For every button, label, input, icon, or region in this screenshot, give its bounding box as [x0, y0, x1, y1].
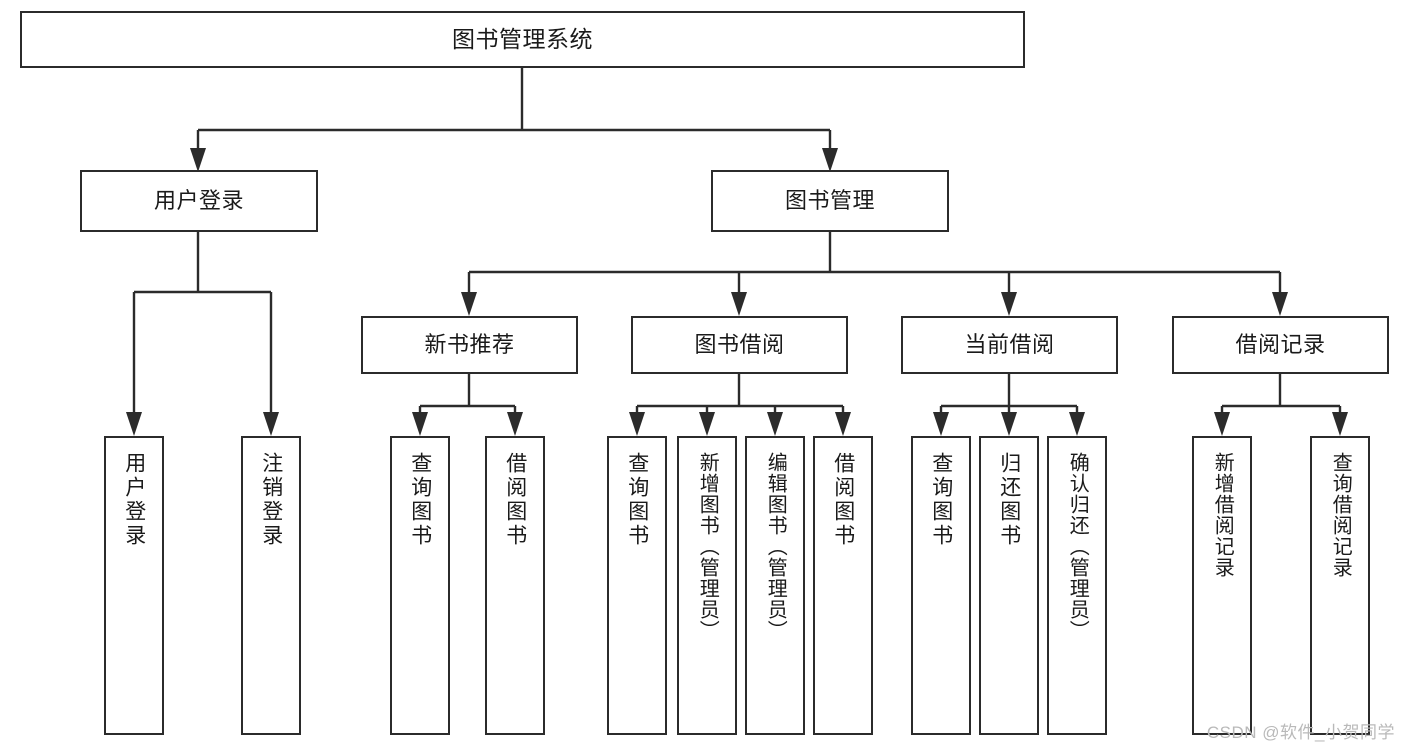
node-book-management-system[interactable]: 图书管理系统 [20, 11, 1025, 68]
node-book-borrow[interactable]: 图书借阅 [631, 316, 848, 374]
node-label: 图书借阅 [694, 332, 785, 358]
node-label: 查询图书 [625, 452, 649, 548]
node-label: 新增借阅记录 [1211, 452, 1234, 578]
csdn-watermark: CSDN @软件_小贺同学 [1206, 723, 1395, 742]
node-current-borrow[interactable]: 当前借阅 [901, 316, 1118, 374]
leaf-add-book[interactable]: 新增图书（管理员） [677, 436, 737, 735]
node-label: 查询借阅记录 [1329, 452, 1352, 578]
node-label: 用户登录 [122, 452, 146, 548]
node-borrow-record[interactable]: 借阅记录 [1172, 316, 1389, 374]
leaf-edit-book[interactable]: 编辑图书（管理员） [745, 436, 805, 735]
node-label: 新书推荐 [424, 332, 515, 358]
node-label: 归还图书 [997, 452, 1021, 548]
node-label: 当前借阅 [964, 332, 1055, 358]
node-label: 编辑图书（管理员） [764, 452, 787, 641]
leaf-logout-login[interactable]: 注销登录 [241, 436, 301, 735]
node-label: 查询图书 [929, 452, 953, 548]
node-label: 图书管理 [784, 188, 875, 214]
node-label: 借阅图书 [503, 452, 527, 548]
leaf-add-record[interactable]: 新增借阅记录 [1192, 436, 1252, 735]
node-label: 用户登录 [153, 188, 244, 214]
leaf-user-login[interactable]: 用户登录 [104, 436, 164, 735]
node-label: 新增图书（管理员） [696, 452, 719, 641]
node-label: 确认归还（管理员） [1066, 452, 1089, 641]
leaf-return-book[interactable]: 归还图书 [979, 436, 1039, 735]
node-label: 图书管理系统 [452, 26, 593, 53]
node-label: 注销登录 [259, 452, 283, 548]
node-new-book-recommend[interactable]: 新书推荐 [361, 316, 578, 374]
leaf-query-book-1[interactable]: 查询图书 [390, 436, 450, 735]
leaf-query-record[interactable]: 查询借阅记录 [1310, 436, 1370, 735]
leaf-borrow-book-1[interactable]: 借阅图书 [485, 436, 545, 735]
node-user-login[interactable]: 用户登录 [80, 170, 318, 232]
node-label: 借阅图书 [831, 452, 855, 548]
leaf-borrow-book-2[interactable]: 借阅图书 [813, 436, 873, 735]
leaf-query-book-3[interactable]: 查询图书 [911, 436, 971, 735]
node-label: 借阅记录 [1235, 332, 1326, 358]
node-label: 查询图书 [408, 452, 432, 548]
node-book-management[interactable]: 图书管理 [711, 170, 949, 232]
leaf-query-book-2[interactable]: 查询图书 [607, 436, 667, 735]
leaf-confirm-return[interactable]: 确认归还（管理员） [1047, 436, 1107, 735]
